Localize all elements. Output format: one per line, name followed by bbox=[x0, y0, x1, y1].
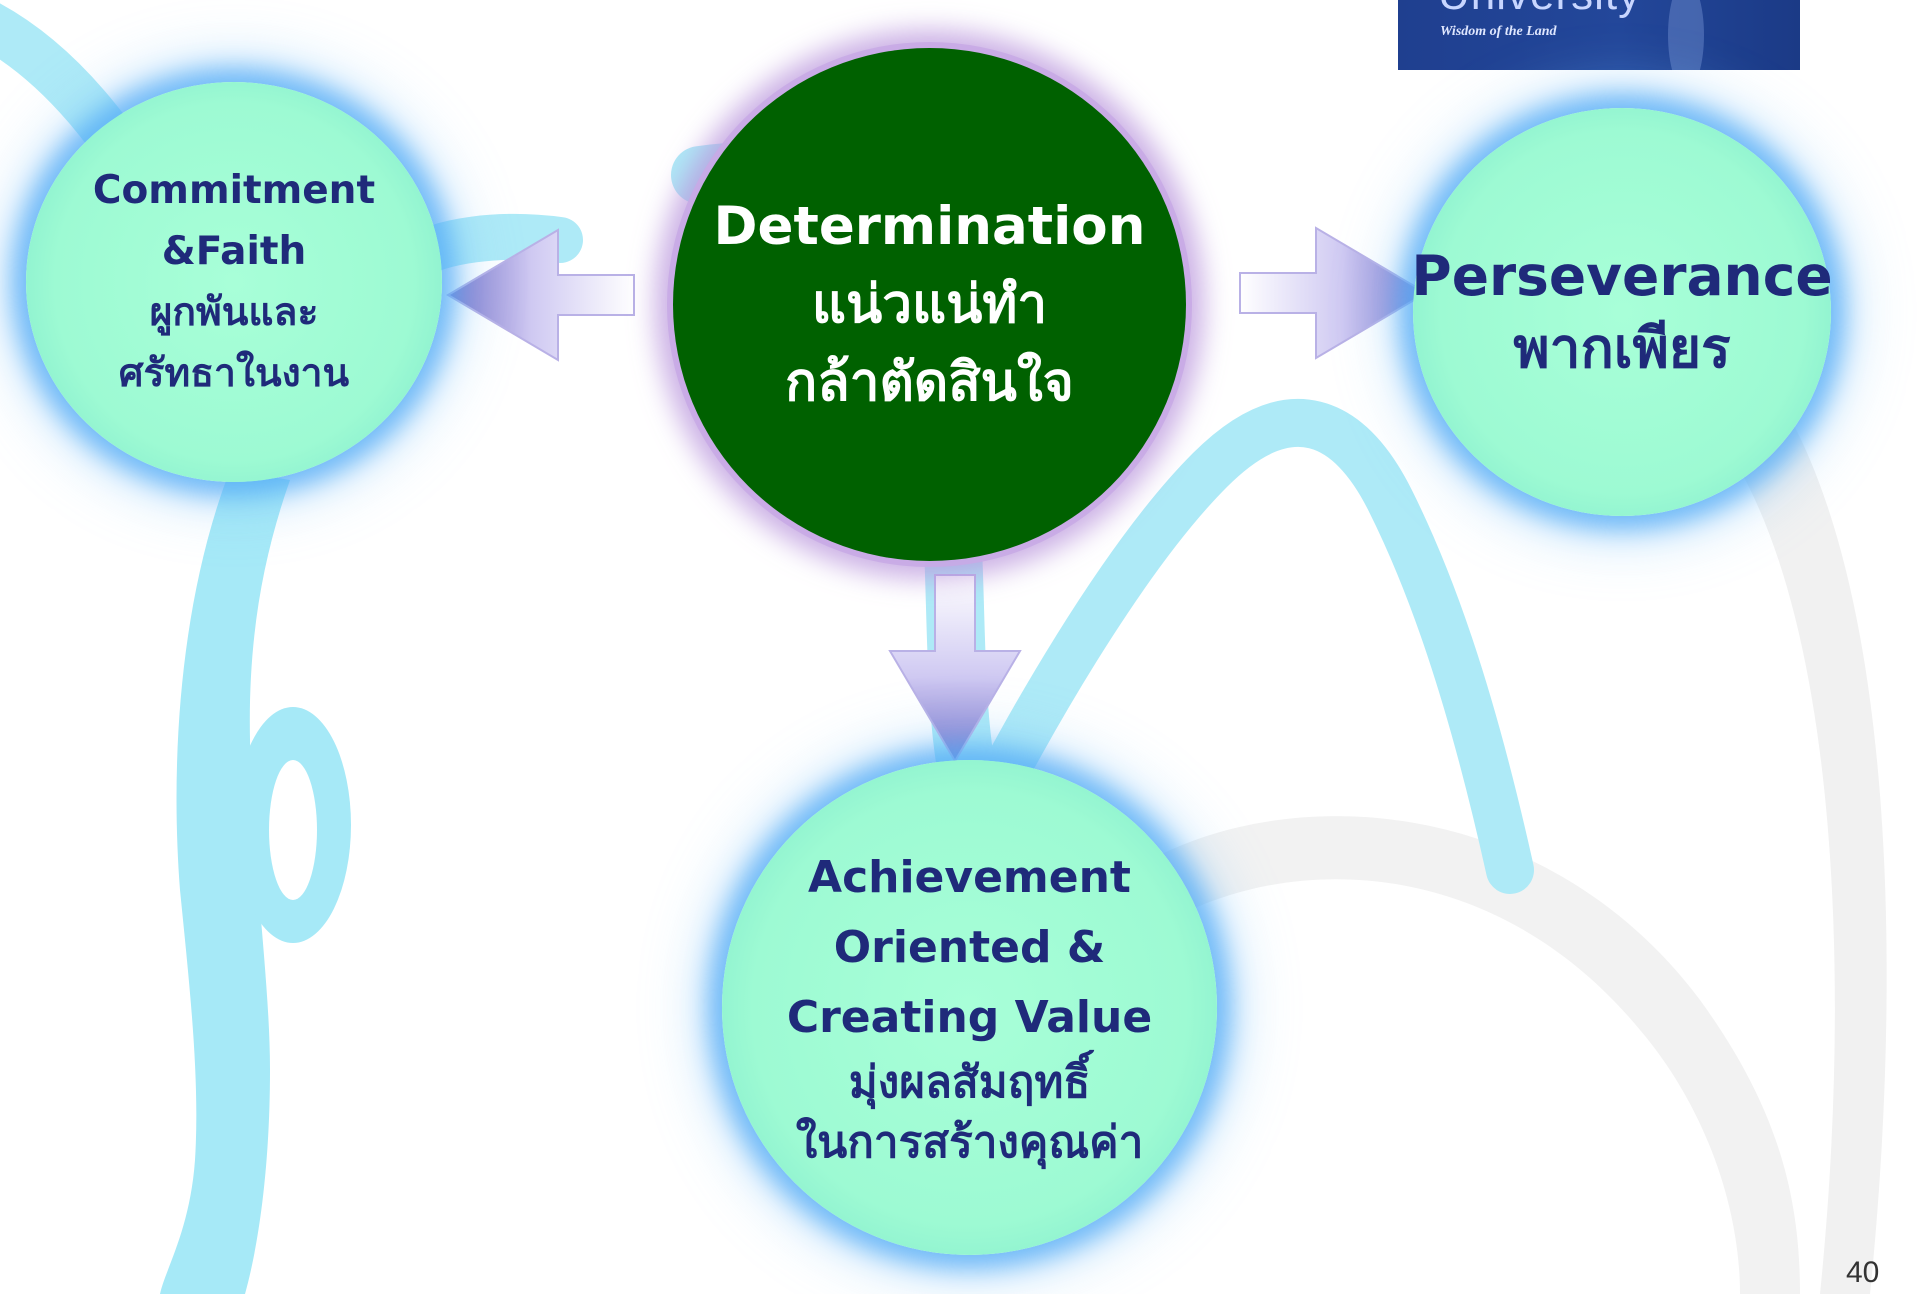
university-logo: University Wisdom of the Land bbox=[1398, 0, 1800, 70]
arrow-left-icon bbox=[446, 228, 635, 362]
achievement-label-en-3: Creating Value bbox=[786, 991, 1153, 1043]
node-determination: Determination แน่วแน่ทำ กล้าตัดสินใจ bbox=[673, 48, 1186, 561]
perseverance-label-en: Perseverance bbox=[1411, 244, 1833, 308]
logo-title: University bbox=[1438, 0, 1641, 20]
achievement-label-th-1: มุ่งผลสัมฤทธิ์ bbox=[848, 1056, 1091, 1108]
commitment-label-en-1: Commitment bbox=[92, 168, 376, 213]
determination-label-th-1: แน่วแน่ทำ bbox=[811, 273, 1048, 335]
determination-label-th-2: กล้าตัดสินใจ bbox=[785, 351, 1074, 413]
achievement-label-en-2: Oriented & bbox=[833, 921, 1106, 973]
node-commitment-faith: Commitment &Faith ผูกพันและ ศรัทธาในงาน bbox=[26, 82, 442, 482]
logo-swirl-icon bbox=[1668, 0, 1704, 70]
node-achievement: Achievement Oriented & Creating Value มุ… bbox=[722, 760, 1217, 1255]
commitment-label-en-2: &Faith bbox=[161, 229, 307, 274]
node-perseverance: Perseverance พากเพียร bbox=[1411, 108, 1833, 516]
arrow-down-icon bbox=[888, 574, 1022, 763]
commitment-label-th-1: ผูกพันและ bbox=[149, 290, 319, 335]
arrow-right-icon bbox=[1239, 226, 1428, 360]
logo-tagline: Wisdom of the Land bbox=[1440, 24, 1557, 39]
achievement-label-th-2: ในการสร้างคุณค่า bbox=[795, 1116, 1144, 1168]
determination-label-en: Determination bbox=[713, 195, 1146, 257]
page-number: 40 bbox=[1846, 1256, 1880, 1289]
perseverance-label-th: พากเพียร bbox=[1513, 316, 1731, 380]
achievement-label-en-1: Achievement bbox=[808, 851, 1131, 903]
commitment-label-th-2: ศรัทธาในงาน bbox=[118, 351, 350, 396]
